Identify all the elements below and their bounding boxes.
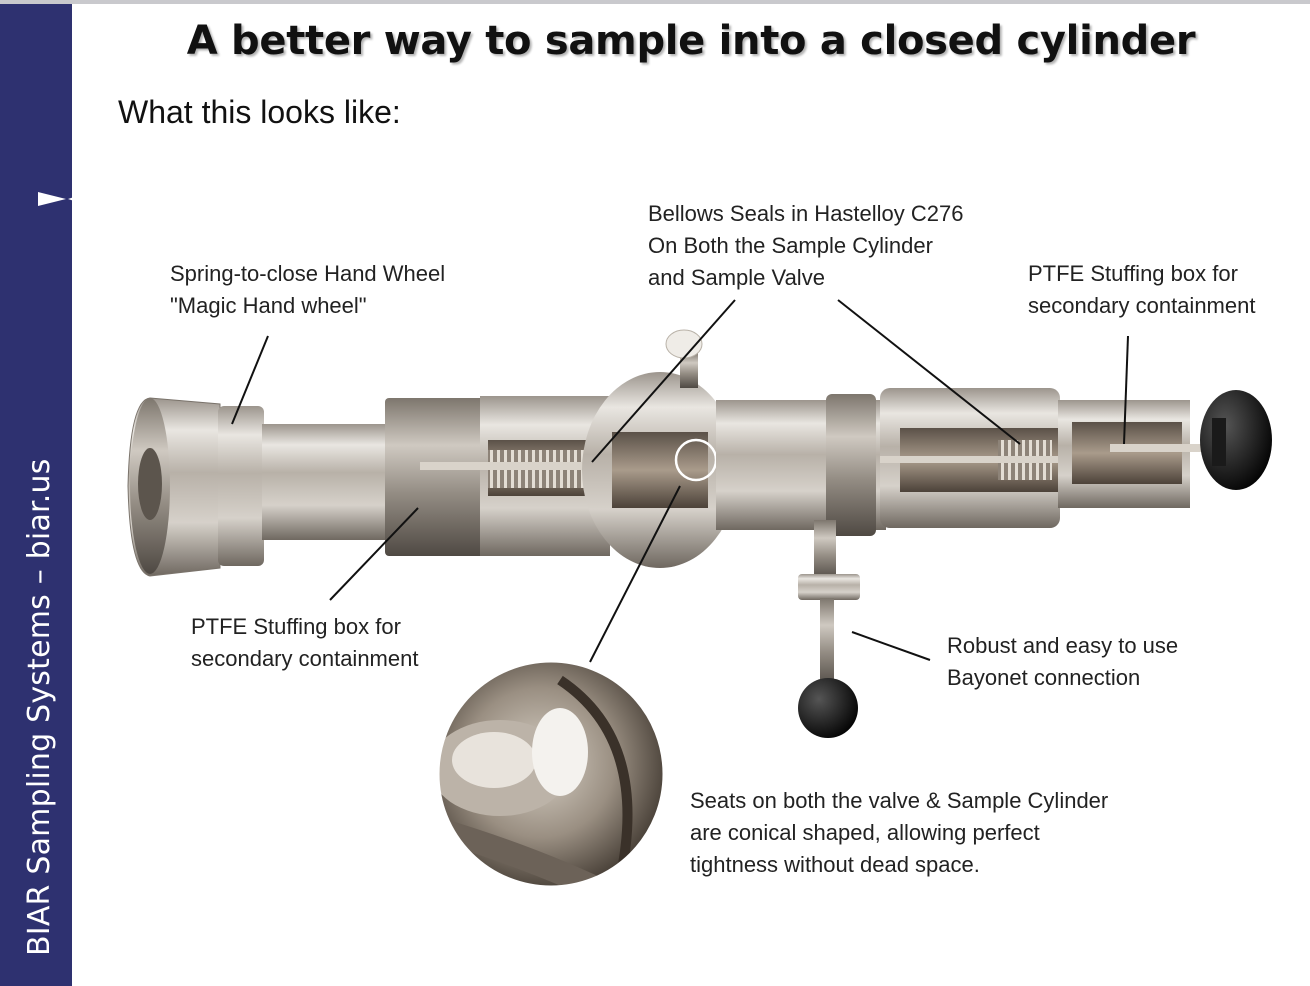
callout-stuffing-right-line2: secondary containment [1028,293,1256,318]
callout-bellows-line3: and Sample Valve [648,265,825,290]
hand-wheel [127,397,264,577]
callout-lines [231,299,1129,663]
callout-seats: Seats on both the valve & Sample Cylinde… [690,785,1108,881]
slide-title: A better way to sample into a closed cyl… [186,18,1196,64]
callout-bellows-line2: On Both the Sample Cylinder [648,233,933,258]
callout-bayonet-line1: Robust and easy to use [947,633,1179,658]
callout-seats-line1: Seats on both the valve & Sample Cylinde… [690,788,1109,813]
bayonet-handle [798,520,860,738]
callout-stuffing-left-line2: secondary containment [191,646,419,671]
slide-subtitle: What this looks like: [118,94,401,130]
left-housing [262,424,392,540]
callout-hand-wheel-line2: "Magic Hand wheel" [170,293,367,318]
callout-hand-wheel: Spring-to-close Hand Wheel "Magic Hand w… [170,258,445,322]
callout-bellows: Bellows Seals in Hastelloy C276 On Both … [648,198,964,294]
bowtie-logo-icon [38,188,102,210]
callout-stuffing-right: PTFE Stuffing box for secondary containm… [1028,258,1255,322]
callout-bayonet-line2: Bayonet connection [947,665,1141,690]
top-rule [0,0,1310,4]
callout-stuffing-left: PTFE Stuffing box for secondary containm… [191,611,418,675]
sidebar: BIAR Sampling Systems – biar.us [0,4,102,986]
callout-stuffing-left-line1: PTFE Stuffing box for [191,614,401,639]
left-stuffing-box [385,398,485,556]
callout-bellows-line1: Bellows Seals in Hastelloy C276 [648,201,964,226]
callout-bayonet: Robust and easy to use Bayonet connectio… [947,630,1178,694]
callout-seats-line3: tightness without dead space. [690,852,980,877]
callout-seats-line2: are conical shaped, allowing perfect [690,820,1040,845]
right-knob-icon [1200,390,1272,490]
callout-stuffing-right-line1: PTFE Stuffing box for [1028,261,1238,286]
seat-closeup-inset [436,659,666,889]
callout-hand-wheel-line1: Spring-to-close Hand Wheel [170,261,446,286]
